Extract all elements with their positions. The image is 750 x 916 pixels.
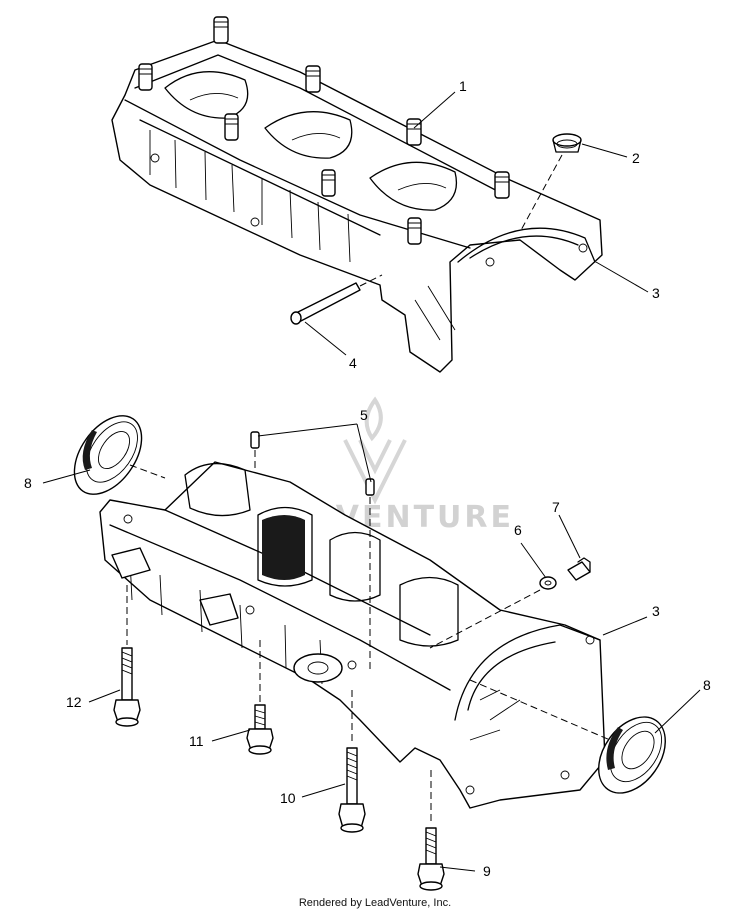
callout-11: 11: [189, 733, 204, 749]
callout-7: 7: [552, 499, 560, 515]
upper-crankcase: [111, 16, 603, 373]
bearing-shading: [262, 515, 305, 580]
plug-part-2: [552, 133, 582, 153]
leadventure-logo-mark: [343, 396, 407, 505]
bolt-part-9: [417, 827, 445, 891]
callout-3-bottom: 3: [652, 603, 660, 619]
assembly-line-6-7: [429, 589, 541, 649]
bolt-part-12: [113, 647, 141, 727]
bolt-part-11: [246, 704, 274, 755]
callout-4: 4: [349, 355, 357, 371]
washer-part-6: [539, 576, 557, 590]
callout-2: 2: [632, 150, 640, 166]
callout-12: 12: [66, 694, 82, 710]
assembly-line-8-right: [469, 679, 611, 741]
callout-5: 5: [360, 407, 368, 423]
callout-8-left: 8: [24, 475, 32, 491]
assembly-line-8-left: [129, 464, 166, 479]
callout-labels: 1 2 3 4 5 6 7 3 8 8 9 10 11 12: [24, 78, 711, 879]
bolt-part-4: [290, 274, 383, 325]
cylinder-studs: [138, 16, 510, 245]
bolt-part-10: [338, 747, 366, 833]
callout-9: 9: [483, 863, 491, 879]
bolt-part-7: [567, 557, 591, 581]
callout-8-right: 8: [703, 677, 711, 693]
callout-10: 10: [280, 790, 296, 806]
callout-3-top: 3: [652, 285, 660, 301]
dowel-pins-part-5: [250, 431, 375, 670]
assembly-line-2: [519, 154, 563, 233]
oil-seal-left-part-8: [73, 415, 143, 495]
footer-credit: Rendered by LeadVenture, Inc.: [298, 897, 452, 909]
callout-6: 6: [514, 522, 522, 538]
lower-crankcase: [99, 461, 606, 809]
leader-lines: [42, 91, 701, 872]
oil-seal-right-part-8: [598, 716, 666, 794]
callout-1: 1: [459, 78, 467, 94]
